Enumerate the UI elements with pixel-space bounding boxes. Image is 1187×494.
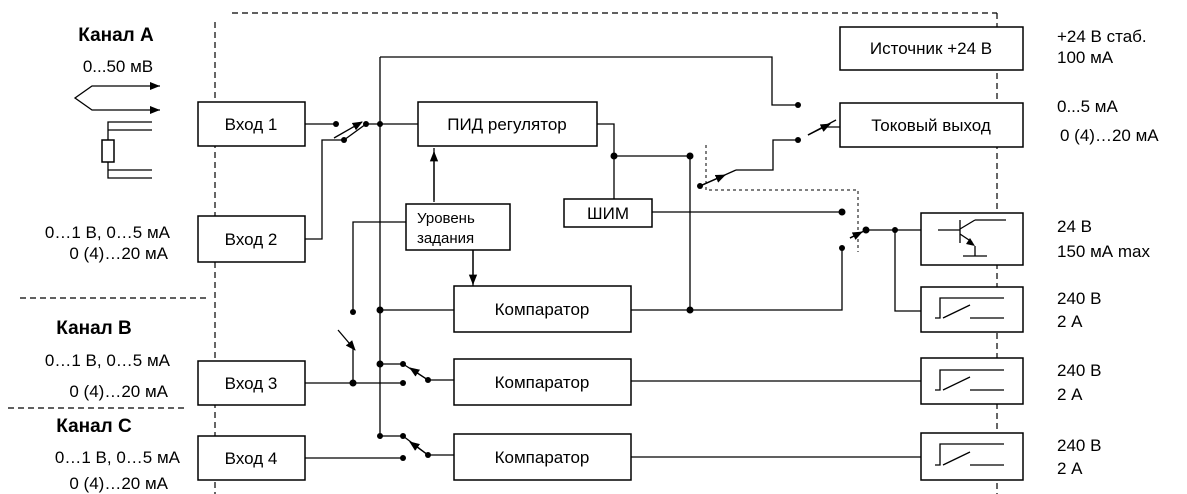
power-source-block: Источник +24 В: [839, 26, 1024, 71]
input-3-label: Вход 3: [225, 374, 278, 393]
relay-3-icon: [920, 432, 1024, 481]
comparator-2-block: Компаратор: [453, 358, 632, 406]
setpoint-label-line1: Уровень: [417, 210, 475, 227]
relay-2-spec-line2: 2 А: [1057, 385, 1083, 404]
transistor-spec-line2: 150 мА max: [1057, 242, 1150, 261]
thermocouple-icon: [73, 82, 160, 114]
comparator-1-label: Компаратор: [495, 300, 590, 319]
arrows: [333, 121, 863, 456]
relay-2-icon: [920, 357, 1024, 405]
pwm-label: ШИМ: [587, 204, 629, 223]
relay-3-spec-line1: 240 В: [1057, 436, 1101, 455]
channel-a-title: Канал А: [78, 25, 154, 46]
setpoint-label-line2: задания: [417, 230, 474, 247]
input-1-block: Вход 1: [197, 101, 306, 147]
comparator-3-label: Компаратор: [495, 448, 590, 467]
channel-c-title: Канал С: [56, 416, 132, 437]
input-3-block: Вход 3: [197, 360, 306, 406]
channel-a-range: 0...50 мВ: [83, 57, 153, 76]
input-2-range-line2: 0 (4)…20 мА: [69, 244, 168, 263]
input-4-label: Вход 4: [225, 449, 278, 468]
current-spec-line2: 0 (4)…20 мА: [1060, 126, 1159, 145]
channel-c-range1: 0…1 В, 0…5 мА: [55, 448, 181, 467]
junctions: [333, 102, 898, 461]
resistance-sensor-icon: [101, 121, 152, 179]
source-spec-line1: +24 В стаб.: [1057, 27, 1147, 46]
input-2-block: Вход 2: [197, 215, 306, 263]
source-spec-line2: 100 мА: [1057, 48, 1114, 67]
pid-controller-block: ПИД регулятор: [417, 101, 598, 147]
channel-b-range1: 0…1 В, 0…5 мА: [45, 351, 171, 370]
pwm-block: ШИМ: [563, 198, 653, 228]
input-1-label: Вход 1: [225, 115, 278, 134]
current-output-label: Токовый выход: [871, 116, 991, 135]
input-4-block: Вход 4: [197, 435, 306, 481]
relay-2-spec-line1: 240 В: [1057, 361, 1101, 380]
relay-1-icon: [920, 286, 1024, 333]
input-2-label: Вход 2: [225, 230, 278, 249]
power-source-label: Источник +24 В: [870, 39, 992, 58]
current-output-block: Токовый выход: [839, 102, 1024, 148]
relay-3-spec-line2: 2 А: [1057, 459, 1083, 478]
input-2-range-line1: 0…1 В, 0…5 мА: [45, 223, 171, 242]
comparator-1-block: Компаратор: [453, 285, 632, 333]
transistor-spec-line1: 24 В: [1057, 217, 1092, 236]
relay-1-spec-line1: 240 В: [1057, 289, 1101, 308]
current-spec-line1: 0...5 мА: [1057, 97, 1118, 116]
channel-b-range2: 0 (4)…20 мА: [69, 382, 168, 401]
channel-b-title: Канал В: [56, 318, 132, 339]
setpoint-block: Уровень задания: [405, 203, 511, 251]
comparator-2-label: Компаратор: [495, 373, 590, 392]
transistor-output-icon: [920, 212, 1024, 266]
channel-c-range2: 0 (4)…20 мА: [69, 474, 168, 493]
pid-label: ПИД регулятор: [447, 115, 567, 134]
relay-1-spec-line2: 2 А: [1057, 312, 1083, 331]
comparator-3-block: Компаратор: [453, 433, 632, 481]
